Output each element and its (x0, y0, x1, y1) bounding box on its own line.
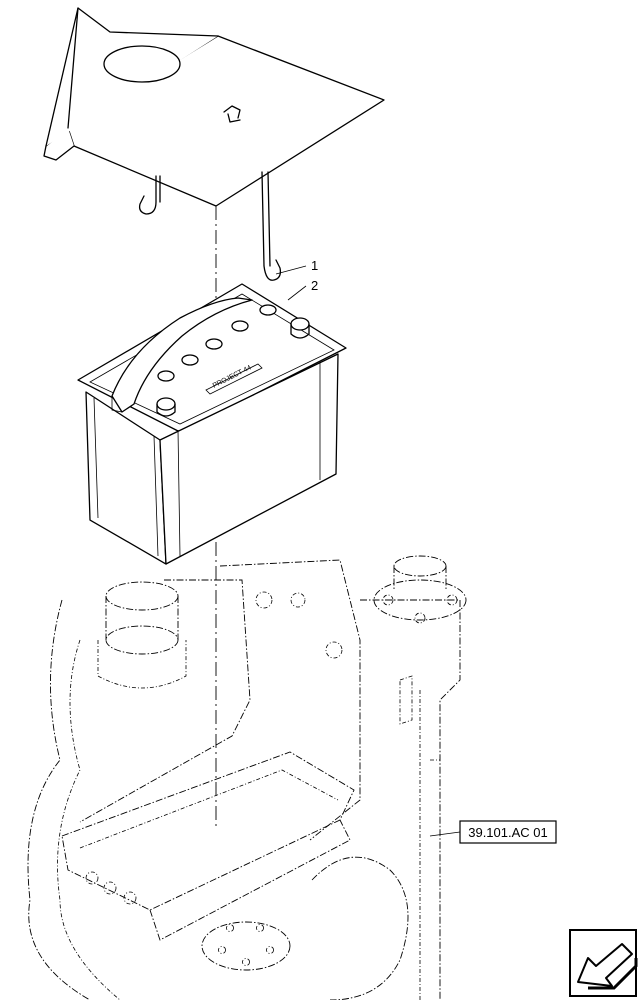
callout-1[interactable]: 1 (311, 258, 318, 273)
callout-2[interactable]: 2 (311, 278, 318, 293)
battery[interactable]: PROJECT 44 (77, 283, 347, 565)
callout-leaders (275, 265, 307, 301)
battery-cover[interactable] (43, 7, 385, 281)
reference-label: 39.101.AC 01 (468, 825, 548, 840)
reference-box[interactable]: 39.101.AC 01 (429, 820, 557, 844)
mounting-structure-phantom (27, 555, 467, 1001)
arrow-nav-icon[interactable] (569, 929, 638, 997)
